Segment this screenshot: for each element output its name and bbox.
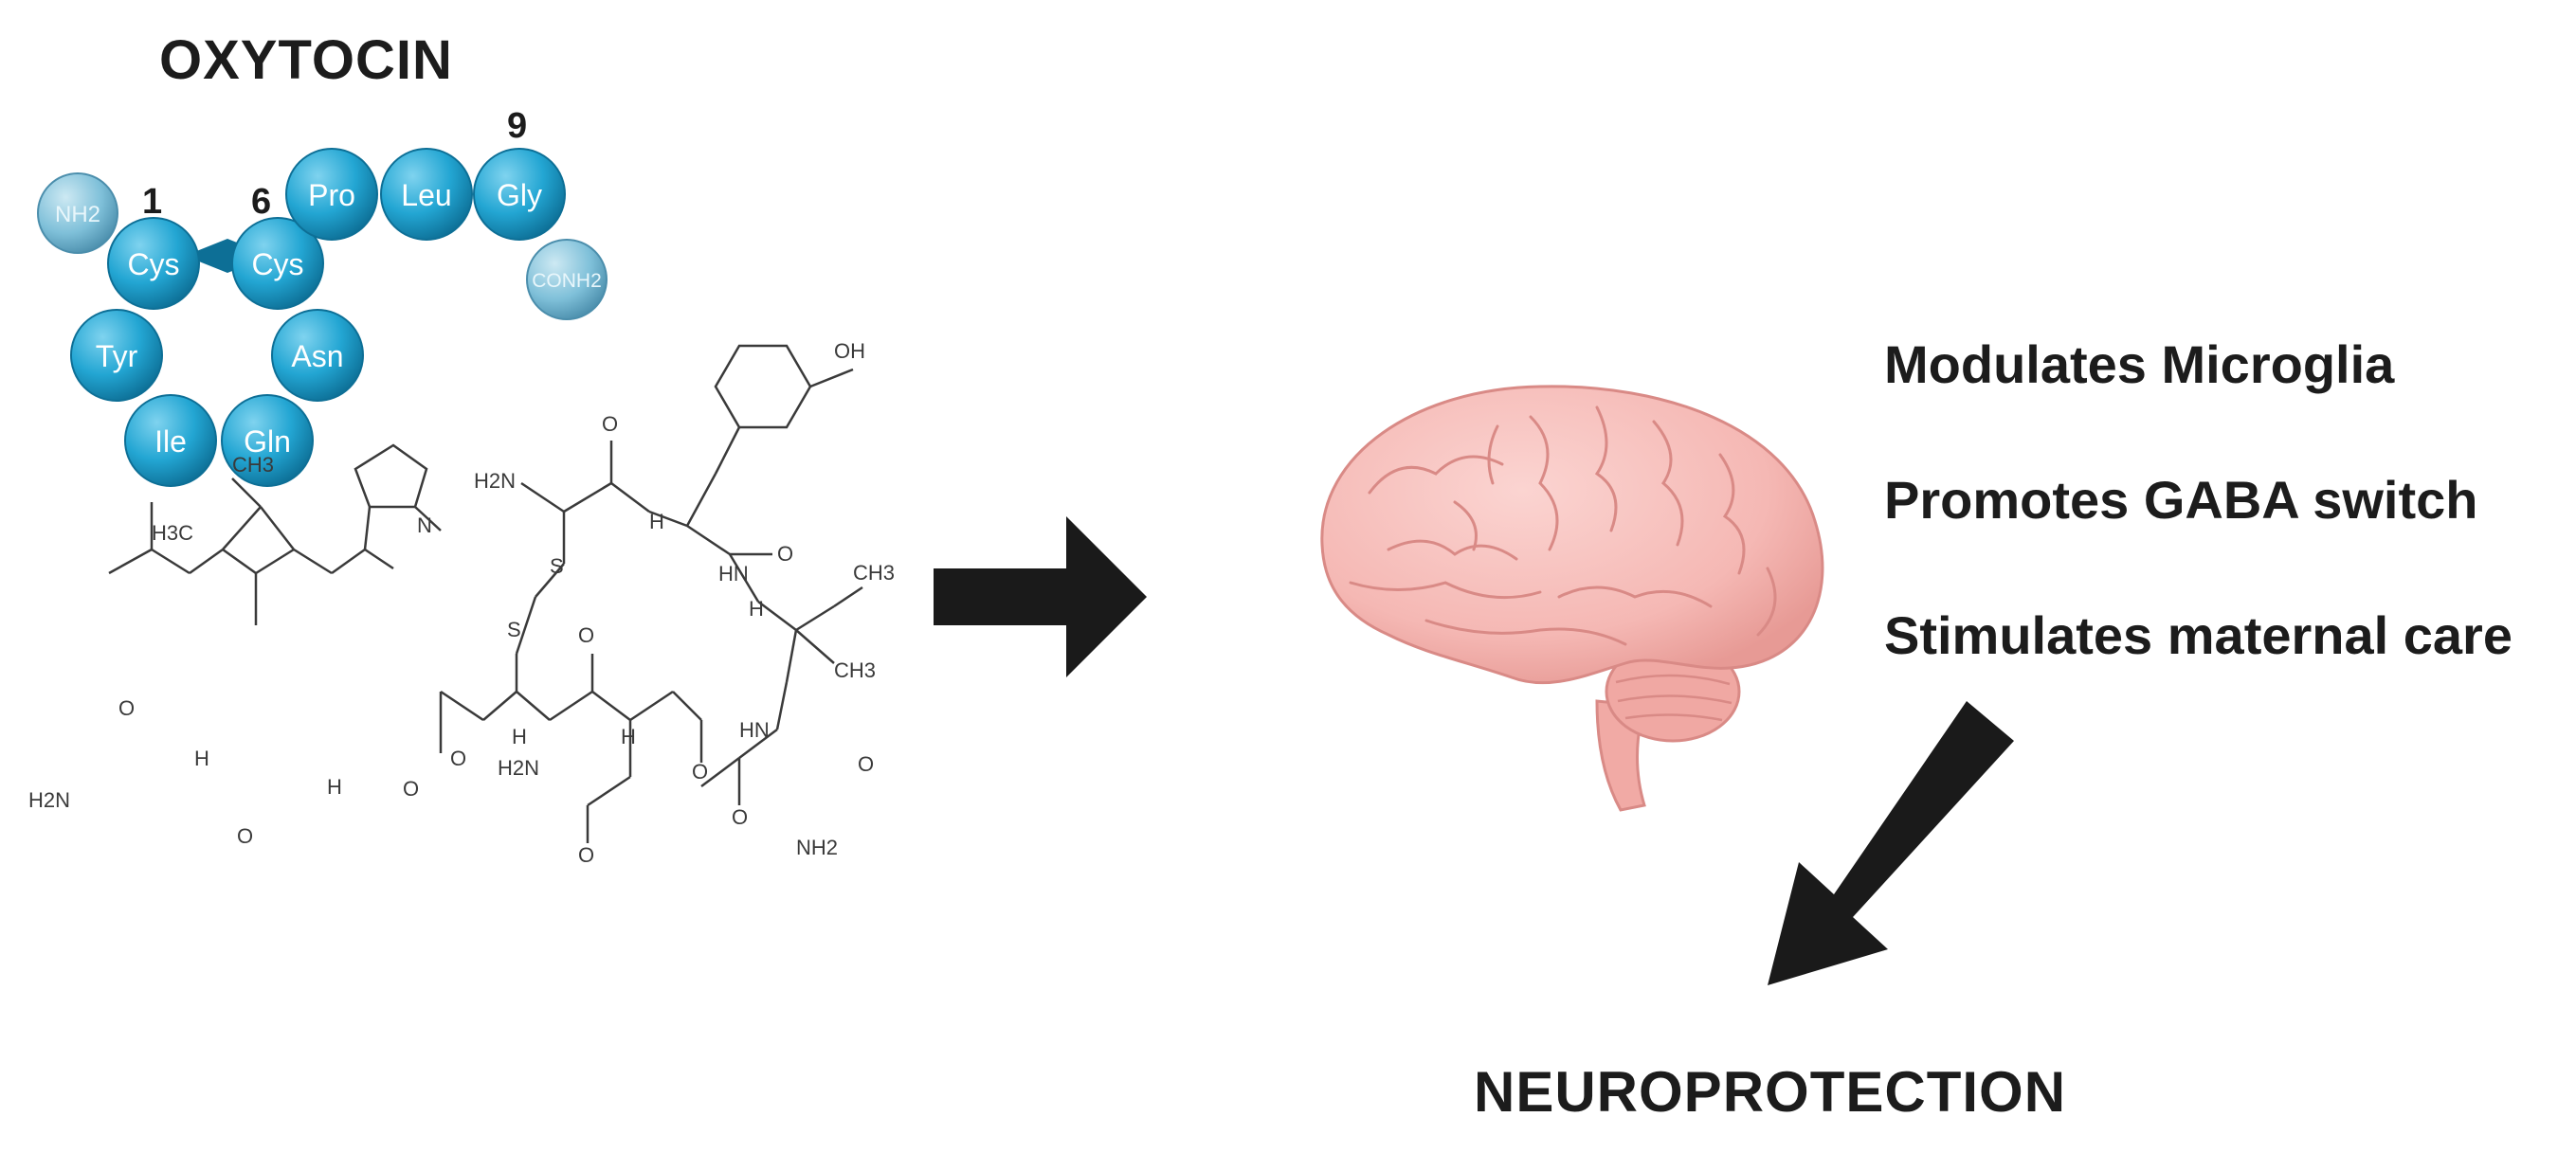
svg-text:NH2: NH2	[55, 202, 100, 227]
svg-text:H: H	[621, 725, 636, 748]
arrow-down-left	[1768, 701, 2014, 985]
svg-text:H: H	[749, 597, 764, 621]
brain-illustration	[1320, 385, 1824, 812]
svg-text:Asn: Asn	[291, 339, 343, 373]
position-1-label: 1	[142, 182, 162, 222]
structural-formula: OH H2N H HN CH3 CH3 HN S S CH3 H3C N H H…	[28, 339, 895, 867]
svg-text:Ile: Ile	[154, 424, 187, 459]
neuroprotection-label: NEUROPROTECTION	[1474, 1060, 2067, 1124]
svg-text:O: O	[403, 777, 419, 801]
residue-gln: Gln	[221, 394, 314, 487]
svg-text:Cys: Cys	[127, 247, 179, 281]
svg-text:Gln: Gln	[244, 424, 291, 459]
svg-text:O: O	[858, 752, 874, 776]
residue-tyr: Tyr	[70, 309, 163, 402]
svg-text:O: O	[777, 542, 793, 566]
svg-text:S: S	[507, 618, 521, 641]
effect-stimulates-maternal-care: Stimulates maternal care	[1884, 605, 2513, 665]
svg-text:Pro: Pro	[308, 178, 355, 212]
svg-text:O: O	[692, 760, 708, 784]
svg-text:O: O	[237, 824, 253, 848]
svg-text:CH3: CH3	[232, 453, 274, 477]
effect-modulates-microglia: Modulates Microglia	[1884, 334, 2395, 394]
residue-conh2: CONH2	[526, 239, 608, 320]
svg-text:O: O	[578, 843, 594, 867]
svg-text:H2N: H2N	[474, 469, 516, 493]
svg-text:NH2: NH2	[796, 836, 838, 859]
svg-text:H: H	[194, 747, 209, 770]
svg-text:CH3: CH3	[834, 658, 876, 682]
position-9-label: 9	[507, 106, 527, 146]
svg-text:Gly: Gly	[497, 178, 542, 212]
svg-text:O: O	[450, 747, 466, 770]
svg-text:HN: HN	[718, 562, 749, 586]
peptide-bead-model: NH2 Cys Tyr Ile Gln Asn Cys Pro	[37, 106, 608, 487]
residue-leu: Leu	[380, 148, 473, 241]
position-6-label: 6	[251, 182, 271, 222]
svg-text:O: O	[602, 412, 618, 436]
svg-text:H: H	[512, 725, 527, 748]
arrow-right	[934, 516, 1147, 677]
svg-text:S: S	[550, 554, 564, 578]
svg-text:CH3: CH3	[853, 561, 895, 585]
residue-asn: Asn	[271, 309, 364, 402]
residue-ile: Ile	[124, 394, 217, 487]
svg-text:H3C: H3C	[152, 521, 193, 545]
residue-cys-1: Cys	[107, 217, 200, 310]
svg-text:CONH2: CONH2	[532, 270, 602, 292]
residue-nh2: NH2	[37, 172, 118, 254]
svg-text:HN: HN	[739, 718, 770, 742]
svg-text:H2N: H2N	[28, 788, 70, 812]
oxytocin-title: OXYTOCIN	[159, 29, 453, 91]
svg-text:OH: OH	[834, 339, 865, 363]
residue-pro: Pro	[285, 148, 378, 241]
svg-text:N: N	[417, 513, 432, 537]
svg-text:Tyr: Tyr	[96, 339, 138, 373]
svg-text:Cys: Cys	[251, 247, 303, 281]
svg-text:H: H	[649, 510, 664, 533]
residue-gly: Gly	[473, 148, 566, 241]
svg-text:O: O	[578, 623, 594, 647]
svg-text:Leu: Leu	[401, 178, 451, 212]
svg-text:H: H	[327, 775, 342, 799]
residue-cys-6: Cys	[231, 217, 324, 310]
effect-promotes-gaba-switch: Promotes GABA switch	[1884, 470, 2478, 530]
svg-text:O: O	[732, 805, 748, 829]
svg-text:H2N: H2N	[498, 756, 539, 780]
svg-text:O: O	[118, 696, 135, 720]
